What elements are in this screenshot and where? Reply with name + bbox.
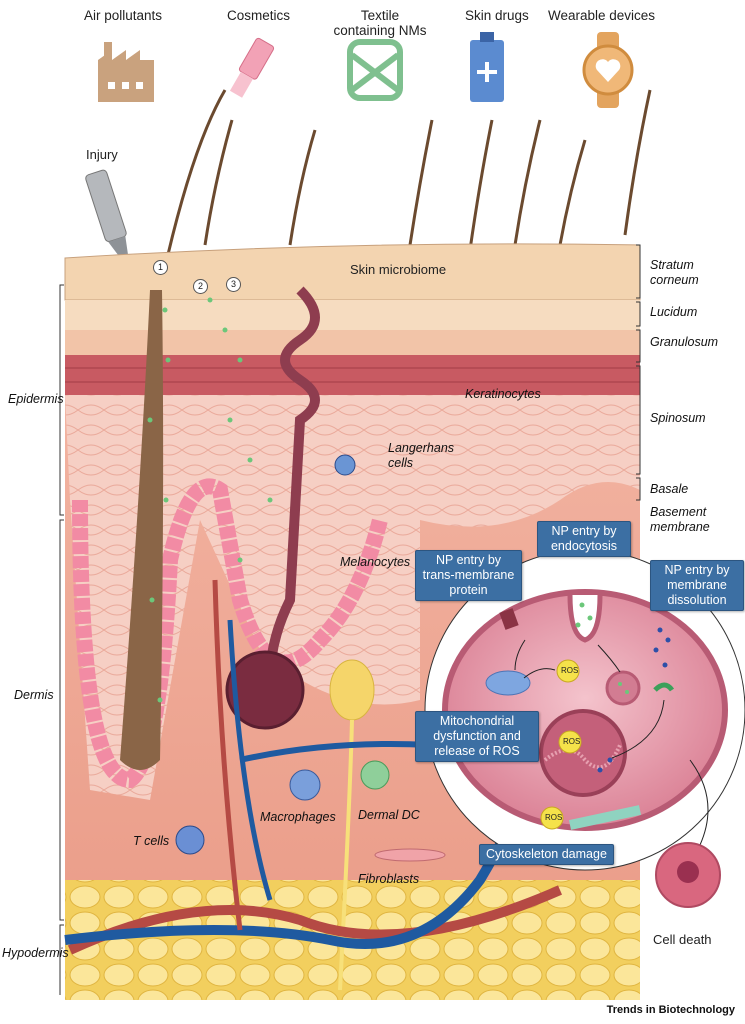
source-textile: Textile containing NMs xyxy=(333,8,427,38)
cosmetic-tube-icon xyxy=(229,37,275,98)
stratum-corneum-layer xyxy=(64,243,641,301)
label-langerhans-cells: Langerhans cells xyxy=(388,441,455,470)
injury-label: Injury xyxy=(86,147,118,162)
membrane-receptor xyxy=(653,682,675,692)
langerhans-cell xyxy=(334,454,356,476)
journal-credit: Trends in Biotechnology xyxy=(606,1004,735,1016)
ros-label-2: ROS xyxy=(563,737,581,746)
label-keratinocytes: Keratinocytes xyxy=(465,387,541,401)
source-wearable-devices: Wearable devices xyxy=(548,8,656,23)
fibroblast xyxy=(374,848,446,862)
cell-death-label: Cell death xyxy=(653,932,712,947)
textile-icon xyxy=(347,39,403,101)
nucleus xyxy=(539,709,627,797)
skin-microbiome-label: Skin microbiome xyxy=(350,262,447,277)
label-hypodermis: Hypodermis xyxy=(2,946,69,960)
artery xyxy=(67,885,563,955)
ros-label-1: ROS xyxy=(561,666,579,675)
dermal-dc xyxy=(360,760,390,790)
route-1: 1 xyxy=(153,260,168,275)
label-spinosum: Spinosum xyxy=(650,411,706,425)
callout-transmembrane: NP entry by trans-membrane protein xyxy=(415,550,522,601)
ros-label-3: ROS xyxy=(545,813,563,822)
factory-icon xyxy=(98,42,154,102)
label-stratum-corneum: Stratum corneum xyxy=(650,258,699,287)
label-granulosum: Granulosum xyxy=(650,335,719,349)
nanoparticles xyxy=(147,297,273,703)
source-cosmetics: Cosmetics xyxy=(227,8,291,23)
route-2: 2 xyxy=(193,279,208,294)
transmembrane-protein xyxy=(499,608,519,630)
nerve-ending xyxy=(329,659,375,721)
label-dermis: Dermis xyxy=(14,688,54,702)
label-basement-membrane: Basement membrane xyxy=(650,505,710,534)
drug-tube-icon xyxy=(470,32,504,102)
label-fibroblasts: Fibroblasts xyxy=(358,872,420,886)
label-lucidum: Lucidum xyxy=(650,305,698,319)
hair-follicle xyxy=(120,290,164,770)
callout-dissolution: NP entry by membrane dissolution xyxy=(650,560,744,611)
sweat-duct xyxy=(265,286,320,681)
cytoskeleton-fiber xyxy=(568,805,642,830)
label-melanocytes: Melanocytes xyxy=(340,555,411,569)
callout-mitochondrial: Mitochondrial dysfunction and release of… xyxy=(415,711,539,762)
label-dermal-dc: Dermal DC xyxy=(358,808,420,822)
sweat-gland xyxy=(225,650,305,730)
basale-cells xyxy=(72,478,388,789)
layer-brackets-left xyxy=(59,284,64,995)
route-3: 3 xyxy=(226,277,241,292)
endosome xyxy=(605,670,641,706)
t-cell xyxy=(175,825,205,855)
callout-endocytosis: NP entry by endocytosis xyxy=(537,521,631,557)
layer-brackets-right xyxy=(636,244,641,501)
label-t-cells: T cells xyxy=(133,834,170,848)
macrophage xyxy=(289,769,321,801)
label-macrophages: Macrophages xyxy=(260,810,336,824)
source-skin-drugs: Skin drugs xyxy=(465,8,529,23)
label-basale: Basale xyxy=(650,482,689,496)
smartwatch-icon xyxy=(582,32,634,108)
mitochondrion xyxy=(485,670,531,696)
callout-cytoskeleton: Cytoskeleton damage xyxy=(479,844,614,865)
label-epidermis: Epidermis xyxy=(8,392,64,406)
hair-strands xyxy=(158,89,652,291)
endocytic-pit xyxy=(567,594,603,643)
ros-bursts xyxy=(540,659,582,830)
source-air-pollutants: Air pollutants xyxy=(84,8,163,23)
